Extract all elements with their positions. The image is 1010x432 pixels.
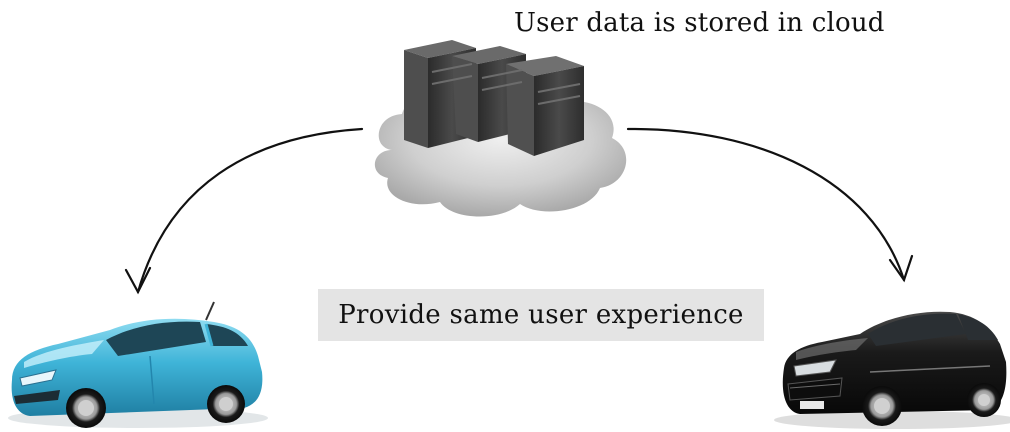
experience-label-box: Provide same user experience bbox=[318, 289, 764, 341]
server-cluster-icon bbox=[404, 40, 584, 156]
cloud-storage-caption: User data is stored in cloud bbox=[514, 8, 885, 38]
curved-arrow-right bbox=[626, 127, 914, 283]
sedan-car-image bbox=[774, 311, 1010, 429]
compact-car-image bbox=[8, 301, 268, 428]
experience-label: Provide same user experience bbox=[338, 300, 744, 330]
curved-arrow-left bbox=[124, 127, 364, 295]
